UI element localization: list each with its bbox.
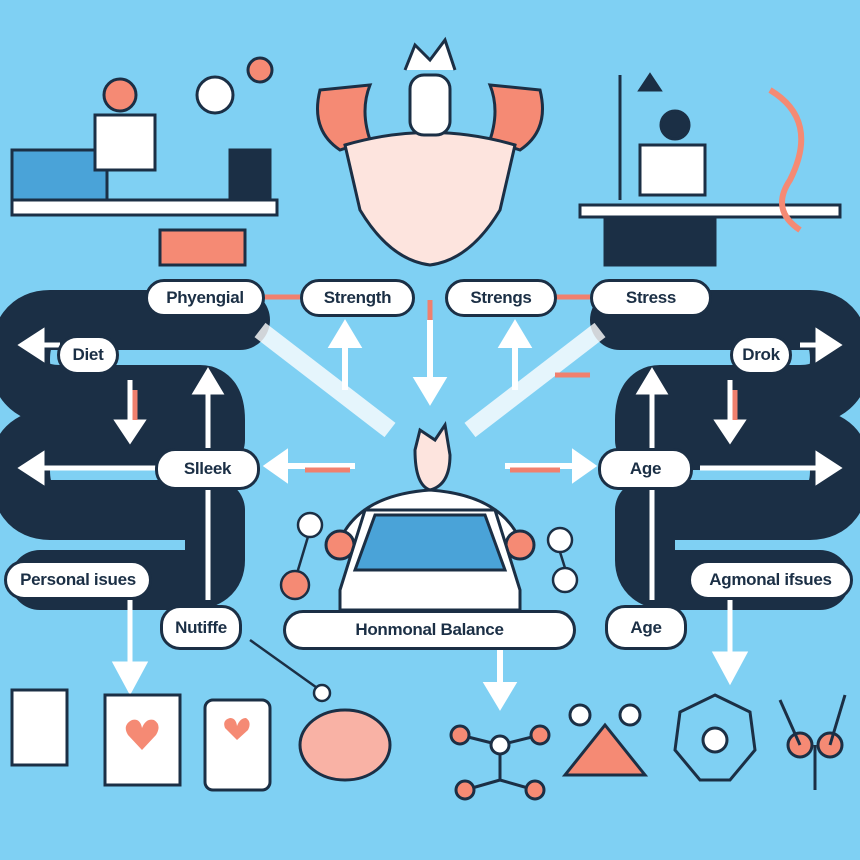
label-stress: Stress — [590, 279, 712, 317]
label-phyengial: Phyengial — [145, 279, 265, 317]
label-nutiffe: Nutiffe — [160, 605, 242, 650]
molecule-icons — [249, 511, 579, 703]
triangle-icon — [561, 722, 649, 777]
tablet-icon — [203, 698, 272, 792]
coral-accents — [132, 294, 738, 473]
label-agmonal-ifsues: Agmonal ifsues — [688, 560, 853, 600]
band-arrows — [17, 327, 843, 696]
label-slleek: Slleek — [155, 448, 260, 490]
left-flow-band — [0, 290, 270, 610]
label-age-bottom: Age — [605, 605, 687, 650]
person-seated-icon — [578, 72, 842, 267]
muscular-figure-icon — [316, 36, 544, 267]
network-icon — [449, 724, 551, 801]
label-diet: Diet — [57, 335, 119, 375]
label-strengs: Strengs — [445, 279, 557, 317]
label-personal-isues: Personal isues — [4, 560, 152, 600]
center-arrows — [254, 319, 606, 711]
clipboard-icon — [10, 688, 69, 767]
person-in-car-icon — [324, 421, 536, 612]
label-strength: Strength — [300, 279, 415, 317]
label-age-mid: Age — [598, 448, 693, 490]
right-flow-band — [590, 290, 860, 610]
brain-icon — [298, 708, 392, 782]
label-drok: Drok — [730, 335, 792, 375]
hub-icon — [701, 726, 729, 754]
person-at-desk-icon — [10, 56, 279, 267]
label-hormonal-balance: Honmonal Balance — [283, 610, 576, 650]
bottom-icons — [10, 688, 847, 801]
